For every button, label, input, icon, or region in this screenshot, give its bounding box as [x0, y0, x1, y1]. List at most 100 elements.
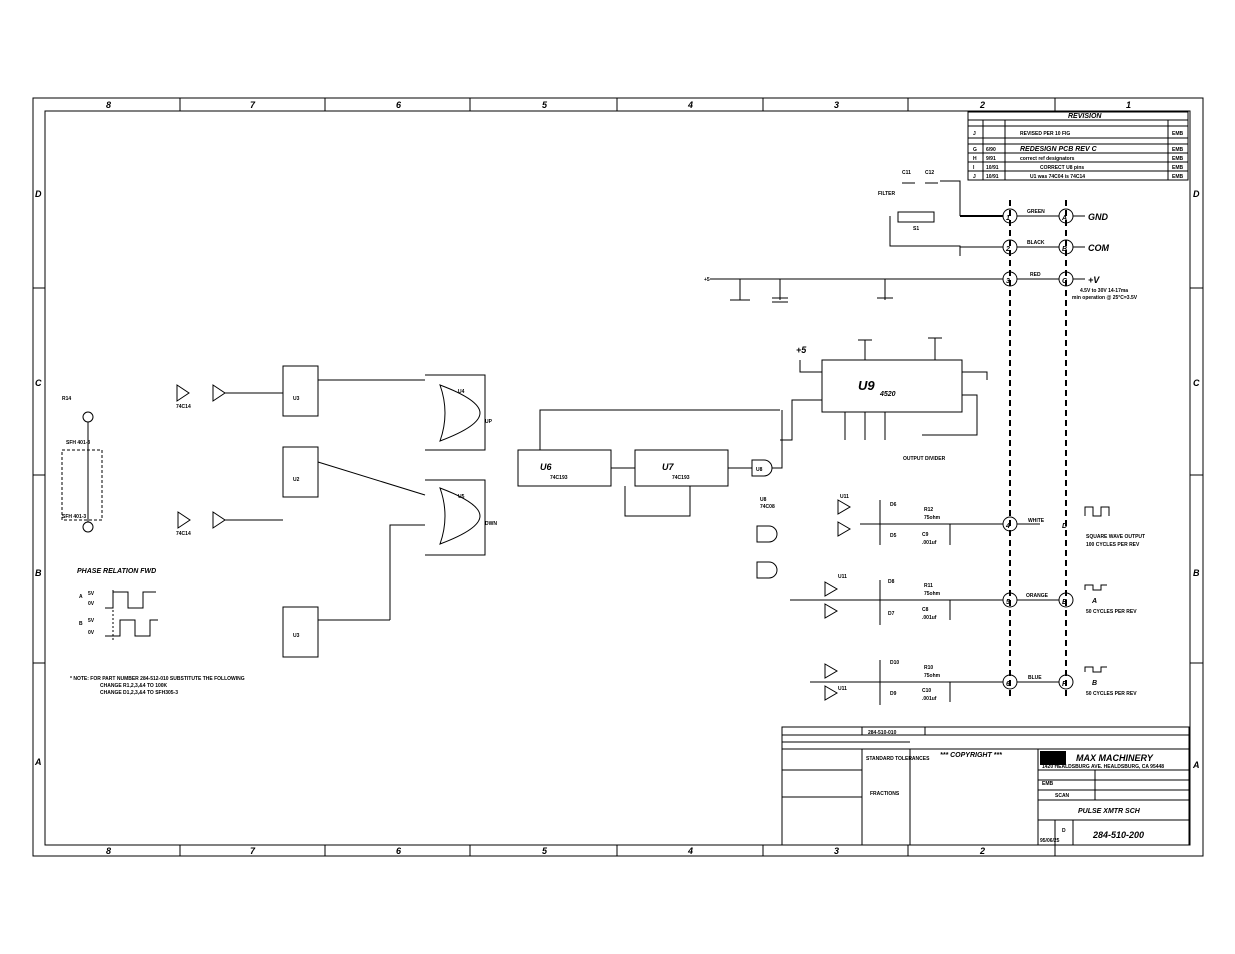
zone-columns-bottom: 8 7 6 5 4 3 2 — [106, 845, 1056, 856]
copyright: *** COPYRIGHT *** — [940, 752, 1002, 759]
rev-row-1-rev: G — [973, 147, 977, 153]
rev-row-0-rev: J — [973, 131, 976, 137]
rev-row-3-rev: I — [973, 165, 975, 171]
r12-value: 75ohm — [924, 515, 941, 521]
phase-diagram: PHASE RELATION FWD A B 5V 0V 5V 0V — [77, 568, 158, 640]
connector-row-6: 6 F BLUE B 50 CYCLES PER REV — [810, 666, 1137, 697]
u3-oneshot-top: U3 — [282, 365, 319, 417]
c12-label: C12 — [925, 170, 934, 176]
u9-counter: U9 4520 +5 OUTPUT DIVIDER — [780, 337, 988, 462]
r11-value: 75ohm — [924, 591, 941, 597]
connector-row-1: 1 A GREEN GND — [960, 208, 1109, 224]
rev-row-0-by: EMB — [1172, 131, 1184, 137]
u5-gate-array: U5 DWN — [425, 479, 497, 556]
u7-name: U7 — [662, 462, 674, 472]
rev-row-3-by: EMB — [1172, 165, 1184, 171]
u1-input-buffers: 74C14 74C14 — [176, 384, 283, 537]
output-desc: SQUARE WAVE OUTPUT — [1086, 534, 1145, 540]
title-block: 284-510-010 STANDARD TOLERANCES FRACTION… — [781, 726, 1190, 846]
size: D — [1062, 828, 1066, 834]
signal-gnd: GND — [1088, 212, 1109, 222]
connector-harness — [1009, 200, 1067, 700]
d9-label: D9 — [890, 691, 897, 697]
tolerances: STANDARD TOLERANCES — [866, 756, 930, 762]
u1-part-2: 74C14 — [176, 531, 191, 537]
note-line-2: CHANGE R1,2,3,&4 TO 100K — [100, 683, 168, 689]
wire-white: WHITE — [1028, 518, 1045, 524]
u11-name-3: U11 — [838, 686, 847, 692]
output-buffer-2: U11 D8 D7 R11 75ohm .001uf C8 — [824, 574, 951, 625]
drawing-no: 284-510-200 — [1092, 830, 1144, 840]
date: 95/06/25 — [1040, 838, 1060, 844]
pin-c: C — [1062, 278, 1068, 285]
rev-row-2-rev: H — [973, 156, 977, 162]
supply-note-1: 4.5V to 30V 14-17ma — [1080, 288, 1128, 294]
d10-label: D10 — [890, 660, 899, 666]
col-3-bottom: 3 — [834, 846, 839, 856]
s1-label: S1 — [913, 226, 919, 232]
address: 1420 HEALDSBURG AVE. HEALDSBURG, CA 9544… — [1042, 764, 1164, 770]
row-a-left: A — [34, 757, 42, 767]
row-b-left: B — [35, 568, 42, 578]
substitution-note: * NOTE: FOR PART NUMBER 284-512-010 SUBS… — [70, 676, 245, 696]
signal-plus-v: +V — [1088, 275, 1100, 285]
rev-row-2-date: 9/91 — [986, 156, 996, 162]
revision-header: REVISION — [1068, 113, 1102, 120]
d7-label: D7 — [888, 611, 895, 617]
zone-columns-top: 8 7 6 5 4 3 2 1 — [106, 98, 1131, 111]
u7-counter: U7 74C193 — [611, 449, 729, 517]
row-c-right: C — [1193, 378, 1200, 388]
drawing-title: PULSE XMTR SCH — [1078, 808, 1141, 815]
col-6-bottom: 6 — [396, 846, 402, 856]
phase-5v-b: 5V — [88, 618, 95, 624]
rev-row-4-date: 10/91 — [986, 174, 999, 180]
u7-part: 74C193 — [672, 475, 690, 481]
u9-plus5: +5 — [796, 345, 807, 355]
pin-f: F — [1062, 681, 1067, 688]
supply-line: +5 — [704, 277, 893, 303]
phase-b: B — [79, 621, 83, 627]
wire-orange: ORANGE — [1026, 593, 1049, 599]
connector-row-3: 3 C RED +V 4.5V to 30V 14-17ma min opera… — [710, 271, 1138, 301]
u2-name: U2 — [293, 477, 300, 483]
rev-row-4-desc: U1 was 74C04 is 74C14 — [1030, 174, 1085, 180]
fractions: FRACTIONS — [870, 791, 900, 797]
u6-part: 74C193 — [550, 475, 568, 481]
col-4-top: 4 — [687, 100, 693, 110]
col-3-top: 3 — [834, 100, 839, 110]
scale: SCAN — [1055, 793, 1070, 799]
row-d-left: D — [35, 189, 42, 199]
r10-label: R10 — [924, 665, 933, 671]
c9-label: C9 — [922, 532, 929, 538]
col-8-top: 8 — [106, 100, 111, 110]
c8-label: C8 — [922, 607, 929, 613]
col-5-top: 5 — [542, 100, 548, 110]
c11-label: C11 — [902, 170, 911, 176]
col-5-bottom: 5 — [542, 846, 548, 856]
col-2-top: 2 — [979, 100, 985, 110]
r10-value: 75ohm — [924, 673, 941, 679]
pin-4: 4 — [1005, 523, 1010, 530]
wire-red: RED — [1030, 272, 1041, 278]
u3-oneshot-bottom: U3 — [282, 606, 319, 658]
c10-value: .001uf — [922, 696, 937, 702]
u3-name: U3 — [293, 396, 300, 402]
sfh-bottom: SFH 401-3 — [62, 514, 86, 520]
c10-label: C10 — [922, 688, 931, 694]
pin-e: E — [1062, 599, 1067, 606]
sfh-top: SFH 401-3 — [66, 440, 90, 446]
note-line-3: CHANGE D1,2,3,&4 TO SFH305-3 — [100, 690, 178, 696]
col-2-bottom: 2 — [979, 846, 985, 856]
u8-gates: U8 U8 74C08 — [728, 410, 783, 579]
wire-black: BLACK — [1027, 240, 1045, 246]
connector-row-4: 4 WHITE D SQUARE WAVE OUTPUT 100 CYCLES … — [860, 506, 1145, 548]
next-assy: 284-510-010 — [868, 730, 897, 736]
filter-switch: C11 C12 FILTER S1 — [878, 170, 961, 256]
col-7-bottom: 7 — [250, 846, 256, 856]
dwn-label: DWN — [485, 521, 497, 527]
pin-2: 2 — [1005, 246, 1010, 253]
u8-part: 74C08 — [760, 504, 775, 510]
col-8-bottom: 8 — [106, 846, 111, 856]
rev-row-1-date: 6/90 — [986, 147, 996, 153]
